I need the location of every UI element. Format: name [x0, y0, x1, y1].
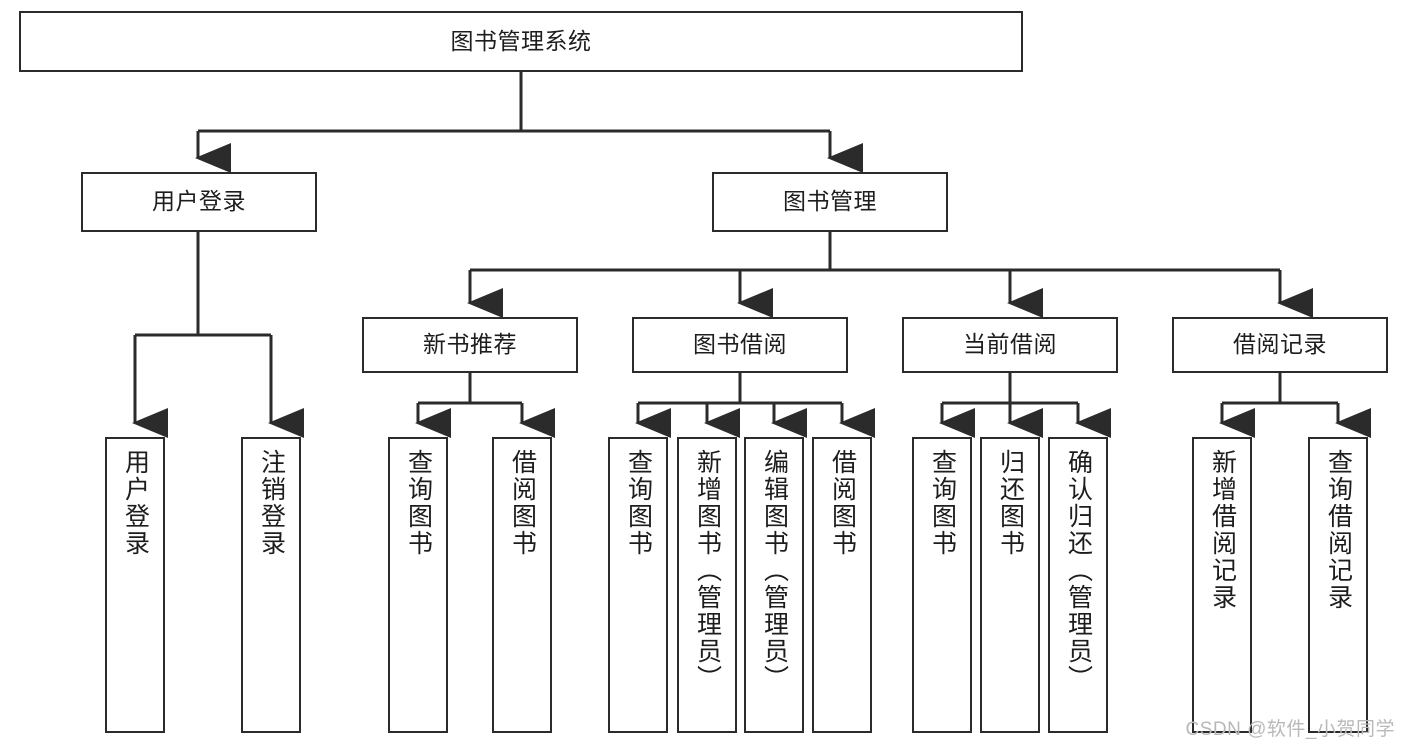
node-book-management[interactable]: 图书管理 [712, 172, 948, 232]
node-leaf-query-book-current[interactable]: 查询图书 [912, 437, 972, 733]
node-new-book-recommend-label: 新书推荐 [423, 331, 517, 358]
node-leaf-add-book-admin-label: 新增图书（管理员） [693, 449, 722, 692]
node-leaf-borrow-book-recommend[interactable]: 借阅图书 [492, 437, 552, 733]
node-book-borrow[interactable]: 图书借阅 [632, 317, 848, 373]
node-leaf-user-login-label: 用户登录 [121, 449, 150, 557]
node-leaf-confirm-return-admin[interactable]: 确认归还（管理员） [1048, 437, 1108, 733]
node-leaf-query-book-borrow[interactable]: 查询图书 [608, 437, 668, 733]
node-new-book-recommend[interactable]: 新书推荐 [362, 317, 578, 373]
node-leaf-query-book-current-label: 查询图书 [928, 449, 957, 557]
node-leaf-return-book-label: 归还图书 [996, 449, 1025, 557]
node-leaf-borrow-book-recommend-label: 借阅图书 [508, 449, 537, 557]
node-leaf-logout-label: 注销登录 [257, 449, 286, 557]
node-leaf-return-book[interactable]: 归还图书 [980, 437, 1040, 733]
node-book-borrow-label: 图书借阅 [693, 331, 787, 358]
node-leaf-edit-book-admin[interactable]: 编辑图书（管理员） [744, 437, 804, 733]
node-leaf-query-book-recommend-label: 查询图书 [404, 449, 433, 557]
node-leaf-borrow-book[interactable]: 借阅图书 [812, 437, 872, 733]
node-user-login-label: 用户登录 [152, 188, 246, 215]
node-leaf-edit-book-admin-label: 编辑图书（管理员） [760, 449, 789, 692]
node-root-system-label: 图书管理系统 [450, 27, 592, 54]
node-leaf-query-borrow-record-label: 查询借阅记录 [1324, 449, 1353, 611]
node-current-borrow[interactable]: 当前借阅 [902, 317, 1118, 373]
node-book-management-label: 图书管理 [783, 188, 877, 215]
node-borrow-records[interactable]: 借阅记录 [1172, 317, 1388, 373]
node-leaf-query-book-borrow-label: 查询图书 [624, 449, 653, 557]
node-current-borrow-label: 当前借阅 [963, 331, 1057, 358]
watermark-text: CSDN @软件_小贺同学 [1185, 719, 1395, 740]
node-leaf-query-book-recommend[interactable]: 查询图书 [388, 437, 448, 733]
node-root-system[interactable]: 图书管理系统 [19, 11, 1023, 72]
node-leaf-user-login[interactable]: 用户登录 [105, 437, 165, 733]
node-leaf-add-borrow-record[interactable]: 新增借阅记录 [1192, 437, 1252, 733]
node-leaf-add-borrow-record-label: 新增借阅记录 [1208, 449, 1237, 611]
node-leaf-logout[interactable]: 注销登录 [241, 437, 301, 733]
node-leaf-confirm-return-admin-label: 确认归还（管理员） [1064, 449, 1093, 692]
node-leaf-query-borrow-record[interactable]: 查询借阅记录 [1308, 437, 1368, 733]
node-borrow-records-label: 借阅记录 [1233, 331, 1327, 358]
node-user-login[interactable]: 用户登录 [81, 172, 317, 232]
node-leaf-add-book-admin[interactable]: 新增图书（管理员） [677, 437, 737, 733]
node-leaf-borrow-book-label: 借阅图书 [828, 449, 857, 557]
